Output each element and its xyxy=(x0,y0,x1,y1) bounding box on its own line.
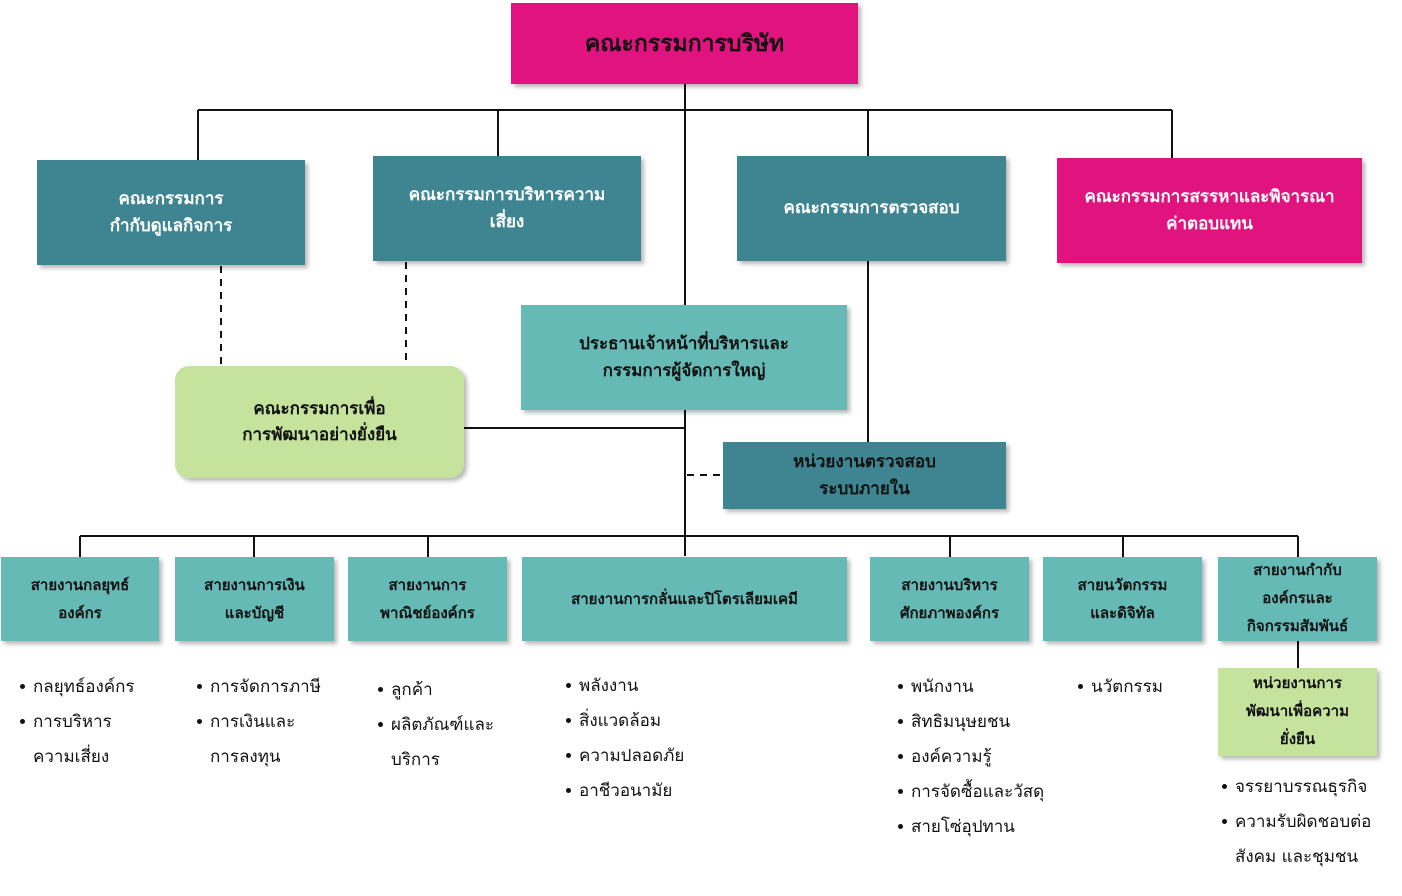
division-line1: สายงานบริหาร xyxy=(901,575,998,594)
board-of-directors-box: คณะกรรมการบริษัท xyxy=(511,3,858,84)
internal-audit-line1: หน่วยงานตรวจสอบ xyxy=(793,452,936,473)
task-item: ผลิตภัณฑ์และบริการ xyxy=(378,708,494,778)
division-line1: สายงานการ xyxy=(388,575,467,594)
task-list-refinery: พลังงานสิ่งแวดล้อมความปลอดภัยอาชีวอนามัย xyxy=(566,669,684,809)
task-item: จรรยาบรรณธุรกิจ xyxy=(1222,770,1371,805)
unit-line3: ยั่งยืน xyxy=(1279,729,1316,748)
task-item: การจัดซื้อและวัสดุ xyxy=(898,775,1044,810)
ceo-president-box: ประธานเจ้าหน้าที่บริหารและ กรรมการผู้จัด… xyxy=(521,305,847,410)
governance-committee-line2: กำกับดูแลกิจการ xyxy=(109,215,233,236)
division-line2: และดิจิทัล xyxy=(1090,604,1155,622)
task-item: ความปลอดภัย xyxy=(566,739,684,774)
task-item: การจัดการภาษี xyxy=(197,670,321,705)
nomination-committee-line2: ค่าตอบแทน xyxy=(1166,213,1253,234)
task-item: สิ่งแวดล้อม xyxy=(566,704,684,739)
task-item: พลังงาน xyxy=(566,669,684,704)
corporate-governance-committee-box: คณะกรรมการ กำกับดูแลกิจการ xyxy=(37,160,305,265)
task-item: สายโซ่อุปทาน xyxy=(898,810,1044,845)
sustainability-committee-box: คณะกรรมการเพื่อ การพัฒนาอย่างยั่งยืน xyxy=(175,366,464,478)
division-line1: สายงานกลยุทธ์ xyxy=(30,575,130,594)
unit-line1: หน่วยงานการ xyxy=(1253,674,1342,693)
division-box-innovation-digital: สายนวัตกรรม และดิจิทัล xyxy=(1043,557,1202,641)
ceo-line1: ประธานเจ้าหน้าที่บริหารและ xyxy=(579,334,789,355)
nomination-committee-line1: คณะกรรมการสรรหาและพิจารณา xyxy=(1084,187,1335,208)
sustainability-committee-line2: การพัฒนาอย่างยั่งยืน xyxy=(242,425,397,445)
division-box-refinery: สายงานการกลั่นและปิโตรเลียมเคมี xyxy=(522,557,847,641)
division-line1: สายนวัตกรรม xyxy=(1077,575,1168,594)
division-line1: สายงานกำกับ xyxy=(1253,561,1342,580)
task-item: ความรับผิดชอบต่อสังคม และชุมชน xyxy=(1222,805,1371,875)
task-list-strategy: กลยุทธ์องค์กรการบริหารความเสี่ยง xyxy=(20,670,135,775)
division-line1: สายงานการกลั่นและปิโตรเลียมเคมี xyxy=(571,589,798,608)
task-item: การบริหารความเสี่ยง xyxy=(20,705,135,775)
division-line1: สายงานการเงิน xyxy=(204,575,305,594)
task-item: นวัตกรรม xyxy=(1078,670,1163,705)
board-label: คณะกรรมการบริษัท xyxy=(584,29,785,57)
audit-committee-label: คณะกรรมการตรวจสอบ xyxy=(783,198,960,219)
division-box-organization-capability: สายงานบริหาร ศักยภาพองค์กร xyxy=(870,557,1029,641)
nomination-remuneration-committee-box: คณะกรรมการสรรหาและพิจารณา ค่าตอบแทน xyxy=(1057,158,1362,263)
risk-management-committee-box: คณะกรรมการบริหารความ เสี่ยง xyxy=(373,156,641,261)
sustainability-development-unit-box: หน่วยงานการ พัฒนาเพื่อความ ยั่งยืน xyxy=(1218,668,1377,756)
task-list-organization-capability: พนักงานสิทธิมนุษยชนองค์ความรู้การจัดซื้อ… xyxy=(898,670,1044,845)
task-item: พนักงาน xyxy=(898,670,1044,705)
division-line2: องค์กร xyxy=(58,604,102,622)
risk-committee-line1: คณะกรรมการบริหารความ xyxy=(408,185,606,206)
task-list-commercial: ลูกค้าผลิตภัณฑ์และบริการ xyxy=(378,673,494,778)
task-item: องค์ความรู้ xyxy=(898,740,1044,775)
audit-committee-box: คณะกรรมการตรวจสอบ xyxy=(737,156,1006,261)
task-item: ลูกค้า xyxy=(378,673,494,708)
task-item: กลยุทธ์องค์กร xyxy=(20,670,135,705)
division-line2: องค์กรและ xyxy=(1262,589,1333,608)
division-box-finance: สายงานการเงิน และบัญชี xyxy=(175,557,334,641)
division-line3: กิจกรรมสัมพันธ์ xyxy=(1246,616,1349,635)
sustainability-committee-line1: คณะกรรมการเพื่อ xyxy=(253,398,386,419)
task-item: อาชีวอนามัย xyxy=(566,774,684,809)
task-list-innovation-digital: นวัตกรรม xyxy=(1078,670,1163,705)
internal-audit-line2: ระบบภายใน xyxy=(819,478,910,499)
task-list-finance: การจัดการภาษีการเงินและการลงทุน xyxy=(197,670,321,775)
task-list-governance-relations: จรรยาบรรณธุรกิจความรับผิดชอบต่อสังคม และ… xyxy=(1222,770,1371,875)
task-item: การเงินและการลงทุน xyxy=(197,705,321,775)
division-line2: ศักยภาพองค์กร xyxy=(899,604,1000,622)
division-box-commercial: สายงานการ พาณิชย์องค์กร xyxy=(348,557,507,641)
task-item: สิทธิมนุษยชน xyxy=(898,705,1044,740)
governance-committee-line1: คณะกรรมการ xyxy=(118,189,224,210)
division-line2: และบัญชี xyxy=(224,604,285,622)
division-box-strategy: สายงานกลยุทธ์ องค์กร xyxy=(1,557,159,641)
division-box-governance-relations: สายงานกำกับ องค์กรและ กิจกรรมสัมพันธ์ xyxy=(1218,557,1377,641)
internal-audit-unit-box: หน่วยงานตรวจสอบ ระบบภายใน xyxy=(723,442,1006,509)
unit-line2: พัฒนาเพื่อความ xyxy=(1246,702,1349,721)
ceo-line2: กรรมการผู้จัดการใหญ่ xyxy=(602,360,766,381)
risk-committee-line2: เสี่ยง xyxy=(489,211,525,232)
division-line2: พาณิชย์องค์กร xyxy=(380,604,475,622)
